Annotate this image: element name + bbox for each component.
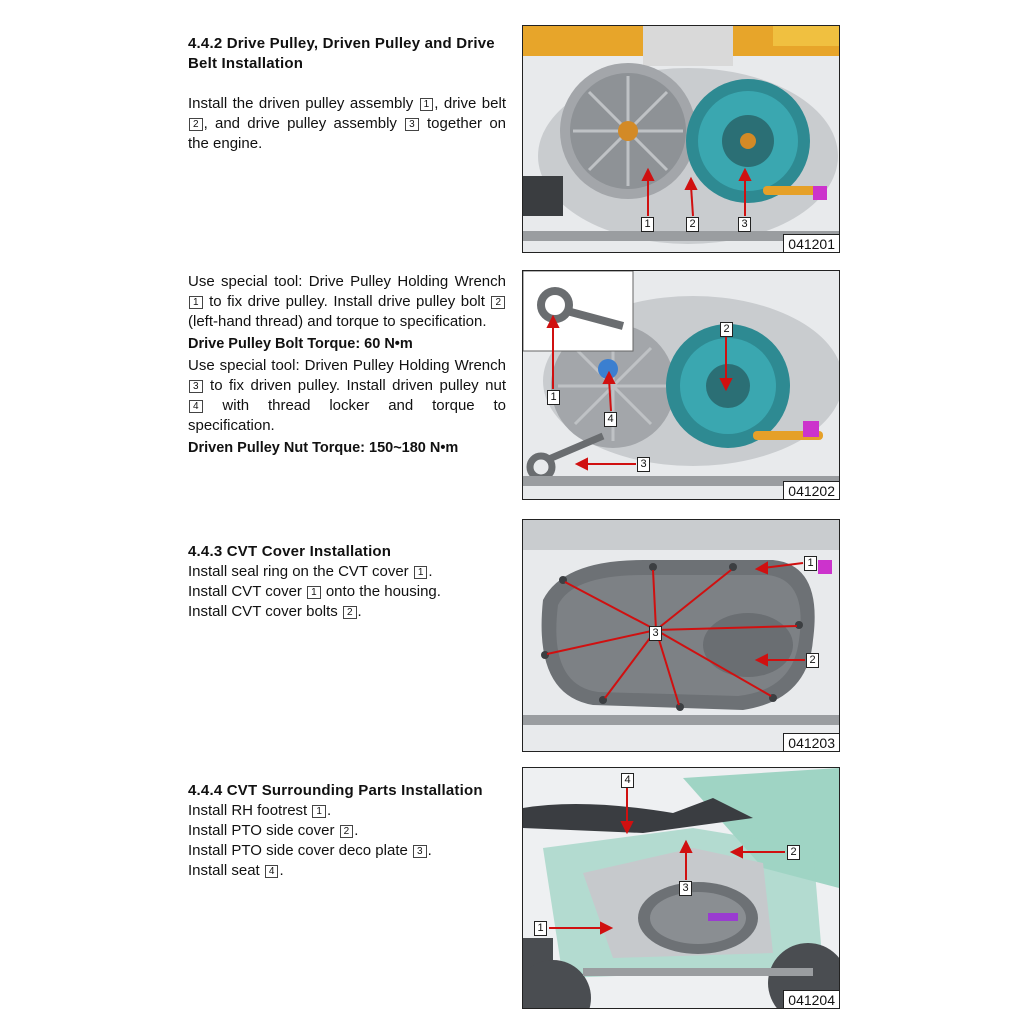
figure-label-3: 3	[738, 217, 751, 232]
callout-3: 3	[413, 845, 427, 858]
figure-code: 041204	[783, 990, 839, 1008]
callout-2: 2	[339, 825, 354, 838]
callout-arrows	[641, 167, 752, 217]
callout-3: 3	[189, 380, 203, 393]
figure-label-1: 1	[534, 921, 547, 936]
callout-1: 1	[413, 566, 428, 579]
section-4-4-2: 4.4.2 Drive Pulley, Driven Pulley and Dr…	[188, 34, 506, 154]
callout-2: 2	[342, 606, 357, 619]
callout-1: 1	[419, 98, 434, 111]
section-title-4-4-2: 4.4.2 Drive Pulley, Driven Pulley and Dr…	[188, 35, 495, 72]
section-4-4-2-tools: Use special tool: Drive Pulley Holding W…	[188, 272, 506, 460]
surrounding-step-4: Install seat 4.	[188, 862, 284, 879]
section-4-4-3: 4.4.3 CVT Cover Installation Install sea…	[188, 542, 506, 622]
figure-code: 041201	[783, 234, 839, 252]
figure-label-2: 2	[806, 653, 819, 668]
callout-arrows	[546, 561, 805, 706]
figure-label-3: 3	[679, 881, 692, 896]
figure-label-4: 4	[604, 412, 617, 427]
callout-1: 1	[307, 586, 321, 599]
cvt-cover-step-3: Install CVT cover bolts 2.	[188, 603, 362, 620]
figure-code: 041203	[783, 733, 839, 751]
atv-side-illustration	[523, 768, 839, 1008]
figure-label-1: 1	[547, 390, 560, 405]
torque-drive-pulley-bolt: Drive Pulley Bolt Torque: 60 N•m	[188, 336, 413, 352]
figure-label-4: 4	[621, 773, 634, 788]
surrounding-step-3: Install PTO side cover deco plate 3.	[188, 842, 432, 859]
callout-3: 3	[405, 118, 419, 131]
figure-label-1: 1	[641, 217, 654, 232]
surrounding-step-2: Install PTO side cover 2.	[188, 822, 359, 839]
callout-4: 4	[264, 865, 279, 878]
figure-label-3: 3	[637, 457, 650, 472]
figure-041203: 1 2 3 041203	[522, 519, 840, 752]
figure-code: 041202	[783, 481, 839, 499]
paragraph-install-pulleys: Install the driven pulley assembly 1, dr…	[188, 95, 507, 152]
pulley-assembly-illustration	[523, 26, 839, 252]
torque-driven-pulley-nut: Driven Pulley Nut Torque: 150~180 N•m	[188, 440, 459, 456]
paragraph-driven-pulley-wrench: Use special tool: Driven Pulley Holding …	[188, 357, 506, 434]
figure-label-2: 2	[720, 322, 733, 337]
callout-2: 2	[189, 118, 203, 131]
cvt-cover-step-2: Install CVT cover 1 onto the housing.	[188, 583, 441, 600]
figure-041204: 1 2 3 4 041204	[522, 767, 840, 1009]
paragraph-drive-pulley-wrench: Use special tool: Drive Pulley Holding W…	[188, 273, 506, 330]
surrounding-step-1: Install RH footrest 1.	[188, 802, 332, 819]
cvt-cover-step-1: Install seal ring on the CVT cover 1.	[188, 563, 433, 580]
callout-1: 1	[312, 805, 326, 818]
section-title-4-4-3: 4.4.3 CVT Cover Installation	[188, 543, 392, 560]
callout-4: 4	[189, 400, 203, 413]
figure-label-1: 1	[804, 556, 817, 571]
cvt-cover-illustration	[523, 520, 839, 751]
figure-label-3: 3	[649, 626, 662, 641]
figure-label-2: 2	[686, 217, 699, 232]
callout-1: 1	[189, 296, 203, 309]
callout-arrows	[546, 314, 733, 471]
section-4-4-4: 4.4.4 CVT Surrounding Parts Installation…	[188, 781, 506, 881]
figure-041201: 1 2 3 041201	[522, 25, 840, 253]
section-title-4-4-4: 4.4.4 CVT Surrounding Parts Installation	[188, 782, 483, 799]
figure-041202: 1 2 3 4 041202	[522, 270, 840, 500]
callout-2: 2	[491, 296, 505, 309]
figure-label-2: 2	[787, 845, 800, 860]
callout-arrows	[549, 788, 785, 935]
